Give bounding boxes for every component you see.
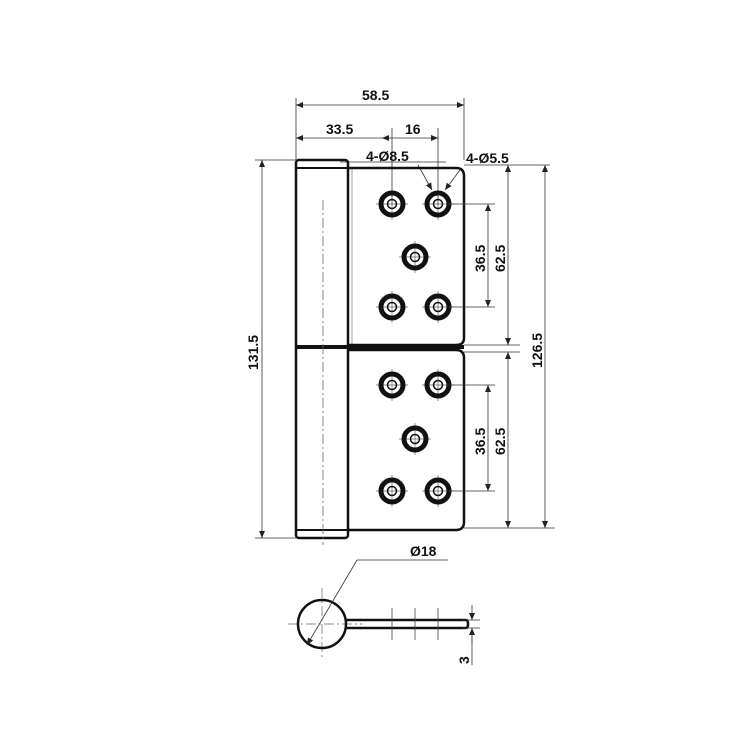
- left-dimension: [255, 159, 296, 539]
- hole: [399, 423, 431, 455]
- dim-leaf-height: 126.5: [529, 333, 545, 368]
- hole: [376, 188, 408, 220]
- dim-bottom-leaf-height: 62.5: [492, 428, 508, 455]
- dim-hole-spacing: 16: [405, 121, 421, 137]
- lower-leaf: [348, 348, 466, 532]
- top-dimensions: [295, 98, 550, 205]
- dim-bottom-hole-span: 36.5: [472, 428, 488, 455]
- dim-top-hole-span: 36.5: [472, 245, 488, 272]
- upper-leaf: [348, 166, 466, 347]
- dim-leaf-thickness: 3: [456, 656, 472, 664]
- dim-knuckle-diameter: Ø18: [410, 543, 437, 559]
- hole: [376, 291, 408, 323]
- hole: [376, 475, 408, 507]
- dim-top-leaf-height: 62.5: [492, 245, 508, 272]
- note-large-holes: 4-Ø8.5: [366, 148, 409, 164]
- hole: [376, 369, 408, 401]
- plan-view: [288, 559, 480, 665]
- dim-overall-width: 58.5: [362, 87, 389, 103]
- note-small-holes: 4-Ø5.5: [466, 150, 509, 166]
- right-dimensions: [446, 165, 555, 529]
- hole: [399, 241, 431, 273]
- dim-leaf-offset: 33.5: [326, 121, 353, 137]
- dim-overall-height: 131.5: [245, 335, 261, 370]
